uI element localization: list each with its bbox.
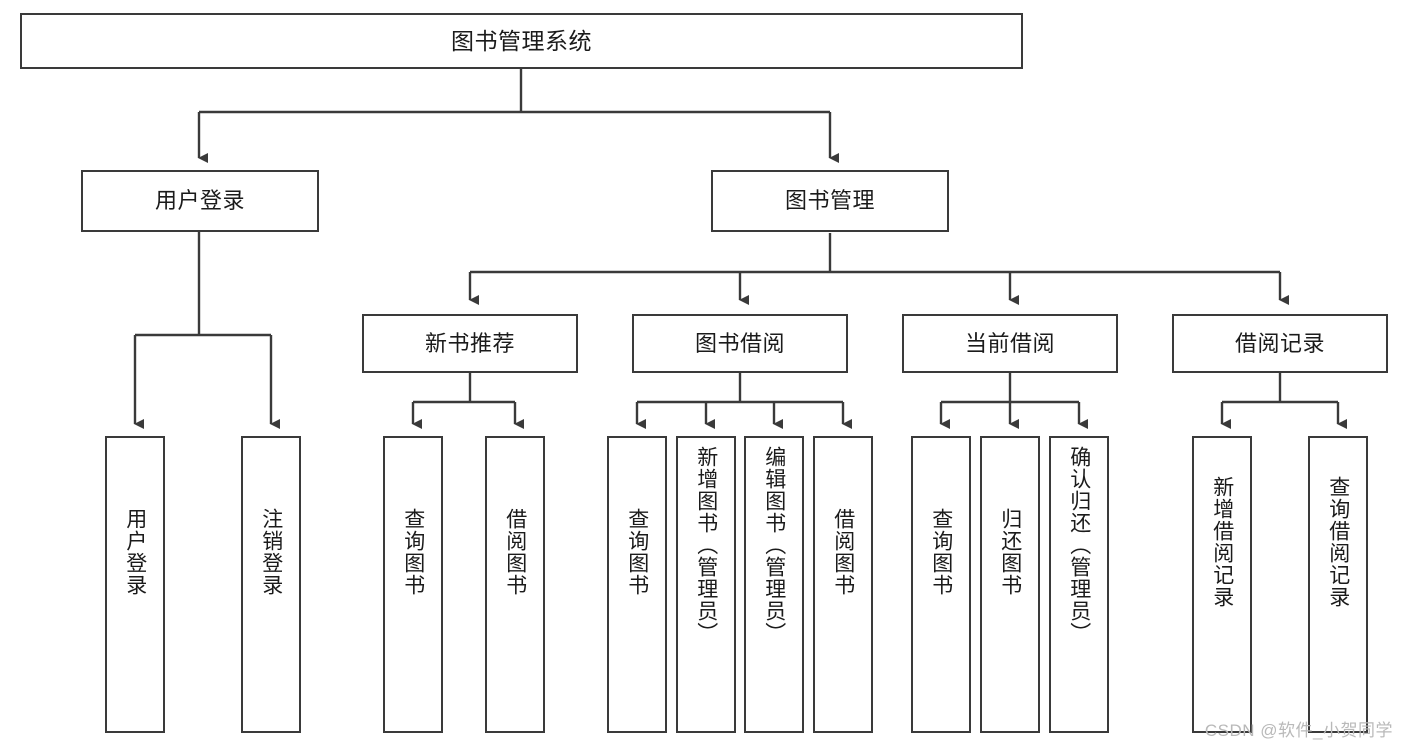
node-leaf-confirm-return[interactable]: 确认归还（管理员） — [1049, 436, 1109, 733]
node-label: 编辑图书（管理员） — [762, 446, 786, 644]
node-leaf-logout[interactable]: 注销登录 — [241, 436, 301, 733]
node-label: 图书借阅 — [694, 330, 785, 356]
node-label: 当前借阅 — [964, 330, 1055, 356]
node-leaf-user-login[interactable]: 用户登录 — [105, 436, 165, 733]
node-label: 归还图书 — [998, 508, 1022, 596]
node-leaf-query-record[interactable]: 查询借阅记录 — [1308, 436, 1368, 733]
node-leaf-add-record[interactable]: 新增借阅记录 — [1192, 436, 1252, 733]
node-label: 用户登录 — [154, 188, 245, 214]
node-leaf-query-book-2[interactable]: 查询图书 — [607, 436, 667, 733]
node-leaf-edit-book[interactable]: 编辑图书（管理员） — [744, 436, 804, 733]
node-label: 查询图书 — [625, 508, 649, 596]
node-user-login[interactable]: 用户登录 — [81, 170, 319, 232]
node-leaf-return-book[interactable]: 归还图书 — [980, 436, 1040, 733]
node-label: 查询图书 — [401, 508, 425, 596]
node-new-book-rec[interactable]: 新书推荐 — [362, 314, 578, 373]
node-label: 图书管理 — [784, 188, 875, 214]
node-label: 借阅记录 — [1234, 330, 1325, 356]
node-label: 查询借阅记录 — [1326, 476, 1350, 608]
node-root-system[interactable]: 图书管理系统 — [20, 13, 1023, 69]
node-label: 查询图书 — [929, 508, 953, 596]
node-leaf-borrow-book-1[interactable]: 借阅图书 — [485, 436, 545, 733]
node-leaf-add-book[interactable]: 新增图书（管理员） — [676, 436, 736, 733]
node-label: 用户登录 — [123, 508, 147, 596]
watermark-text: CSDN @软件_小贺同学 — [1204, 721, 1393, 740]
node-borrow-record[interactable]: 借阅记录 — [1172, 314, 1388, 373]
node-leaf-query-book-3[interactable]: 查询图书 — [911, 436, 971, 733]
node-label: 借阅图书 — [831, 508, 855, 596]
node-label: 新增图书（管理员） — [694, 446, 718, 644]
node-label: 借阅图书 — [503, 508, 527, 596]
node-label: 确认归还（管理员） — [1067, 446, 1091, 644]
node-book-manage[interactable]: 图书管理 — [711, 170, 949, 232]
node-leaf-query-book-1[interactable]: 查询图书 — [383, 436, 443, 733]
node-label: 新增借阅记录 — [1210, 476, 1234, 608]
node-label: 图书管理系统 — [451, 27, 592, 54]
node-leaf-borrow-book-2[interactable]: 借阅图书 — [813, 436, 873, 733]
node-current-borrow[interactable]: 当前借阅 — [902, 314, 1118, 373]
node-label: 新书推荐 — [424, 330, 515, 356]
node-book-borrow[interactable]: 图书借阅 — [632, 314, 848, 373]
node-label: 注销登录 — [259, 508, 283, 596]
